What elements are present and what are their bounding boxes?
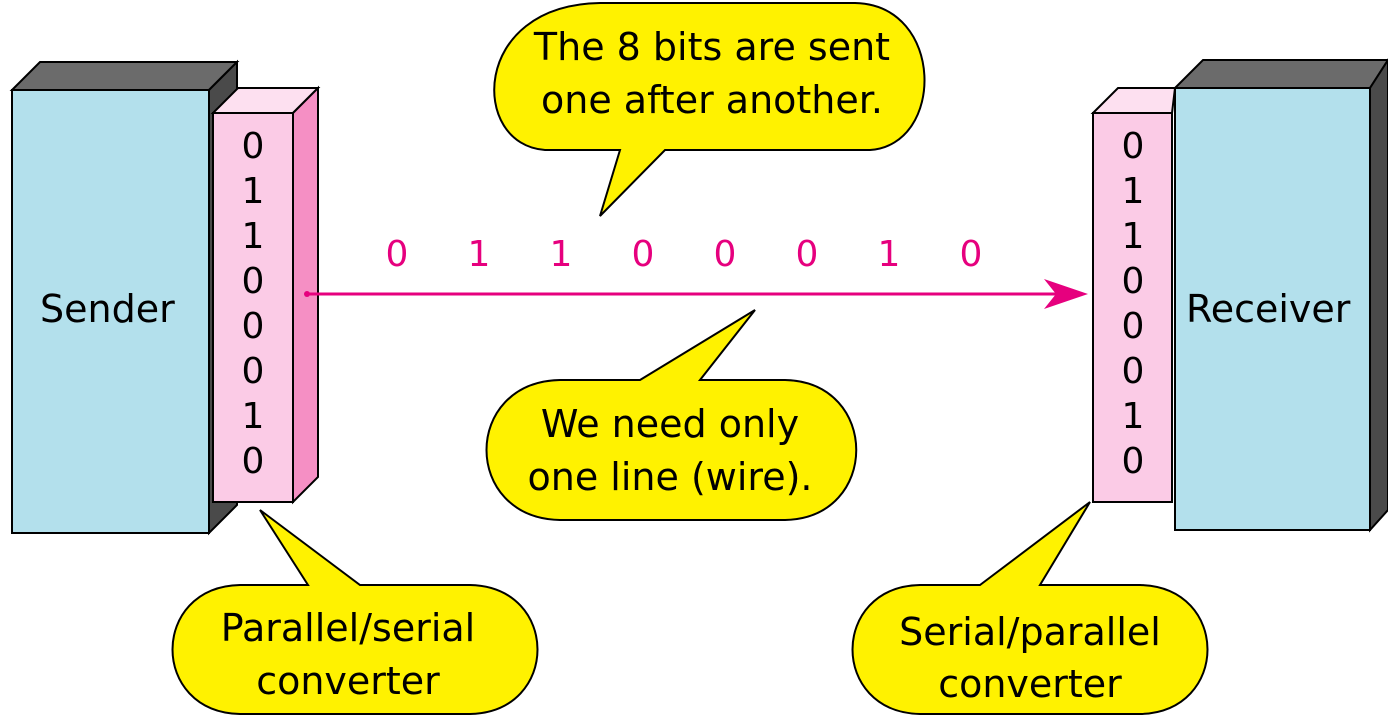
sender-register-bit: 0 xyxy=(242,306,265,347)
wire-arrowhead xyxy=(1044,279,1088,309)
callout-top-line2: one after another. xyxy=(541,78,883,122)
receiver-box-top xyxy=(1172,59,1388,89)
wire-bit: 0 xyxy=(796,234,819,275)
sender-box-top xyxy=(9,61,240,91)
wire-bit: 0 xyxy=(386,234,409,275)
callout-top: The 8 bits are sent one after another. xyxy=(493,2,926,217)
receiver-device: Receiver xyxy=(1172,58,1388,533)
callout-left-line2: converter xyxy=(256,659,440,703)
callout-left-shape xyxy=(171,509,539,715)
callout-right-line1: Serial/parallel xyxy=(899,610,1161,654)
callout-top-shape xyxy=(493,2,926,217)
callout-middle-line2: one line (wire). xyxy=(528,455,813,499)
wire-bit: 0 xyxy=(632,234,655,275)
callout-left: Parallel/serial converter xyxy=(171,509,539,715)
receiver-register-face xyxy=(1092,112,1173,503)
receiver-box-face xyxy=(1174,87,1371,531)
sender-register-bit: 0 xyxy=(242,126,265,167)
wire-bit: 0 xyxy=(714,234,737,275)
callout-middle: We need only one line (wire). xyxy=(485,309,858,521)
receiver-register-bit: 0 xyxy=(1122,126,1145,167)
wire-bit: 1 xyxy=(468,234,491,275)
callout-right-line2: converter xyxy=(938,662,1122,706)
callout-top-line1: The 8 bits are sent xyxy=(533,25,890,69)
sender-device: Sender xyxy=(9,59,240,536)
serial-wire: 0 1 1 0 0 0 1 0 xyxy=(304,234,1088,309)
callout-left-line1: Parallel/serial xyxy=(221,606,475,650)
wire-bit: 0 xyxy=(960,234,983,275)
receiver-register-bit: 1 xyxy=(1122,396,1145,437)
callout-middle-line1: We need only xyxy=(541,402,799,446)
sender-box-face xyxy=(11,89,210,534)
receiver-register-bit: 0 xyxy=(1122,261,1145,302)
sender-register-bit: 0 xyxy=(242,441,265,482)
receiver-register-bit: 1 xyxy=(1122,216,1145,257)
receiver-register-bit: 0 xyxy=(1122,441,1145,482)
receiver-label: Receiver xyxy=(1186,287,1351,331)
receiver-register-bit: 1 xyxy=(1122,171,1145,212)
sender-register-bit: 1 xyxy=(242,216,265,257)
sender-label: Sender xyxy=(40,287,175,331)
receiver-register-top xyxy=(1090,87,1177,114)
receiver-register-bit: 0 xyxy=(1122,351,1145,392)
sender-register-bit: 0 xyxy=(242,261,265,302)
callout-middle-shape xyxy=(485,309,858,521)
receiver-register-bit: 0 xyxy=(1122,306,1145,347)
wire-bit: 1 xyxy=(550,234,573,275)
wire-origin-dot xyxy=(304,291,310,297)
sender-register-bit: 1 xyxy=(242,171,265,212)
wire-bit: 1 xyxy=(878,234,901,275)
callout-right: Serial/parallel converter xyxy=(851,501,1209,715)
sender-register-bit: 0 xyxy=(242,351,265,392)
receiver-box-side xyxy=(1369,58,1388,533)
wire-bits: 0 1 1 0 0 0 1 0 xyxy=(386,234,983,275)
sender-register-face xyxy=(212,112,294,503)
sender-register-bit: 1 xyxy=(242,396,265,437)
callout-right-shape xyxy=(851,501,1209,715)
